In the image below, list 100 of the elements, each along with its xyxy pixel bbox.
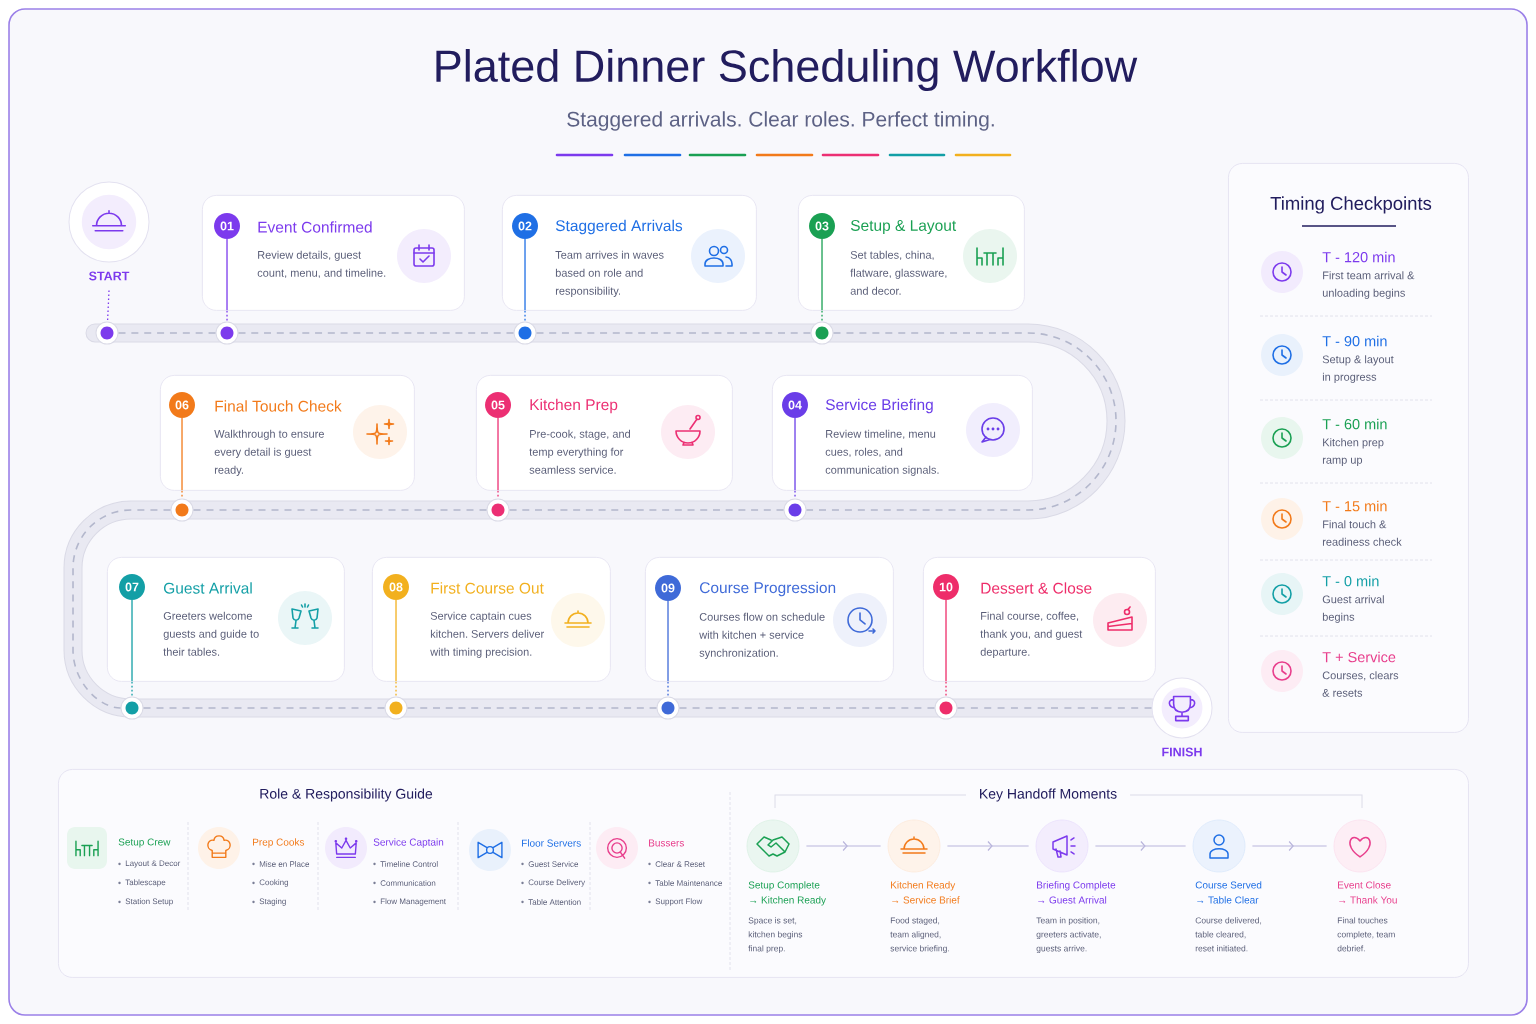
role-duty: Table Maintenance [655, 880, 722, 886]
role-duty: Support Flow [655, 898, 703, 906]
role-duty: Communication [380, 880, 436, 886]
road-centerline [117, 332, 217, 334]
milestone-label: FINISH [1162, 747, 1202, 757]
checkpoint-time: T - 60 min [1322, 418, 1387, 430]
handoff-title: Course Served → Table Clear [1195, 881, 1262, 904]
checkpoint-time: T - 0 min [1322, 575, 1379, 587]
milestone-label: START [89, 271, 130, 281]
step-title: Dessert & Close [981, 582, 1092, 594]
role-name: Floor Servers [522, 839, 581, 847]
role-duty: Mise en Place [259, 861, 310, 867]
step-title: Service Briefing [825, 398, 933, 414]
checkpoint-text: Guest arrival begins [1322, 595, 1384, 623]
title: Plated Dinner Scheduling Workflow [436, 49, 1138, 91]
step-number-badge: 06 [169, 392, 195, 418]
checkpoint-time: T - 15 min [1322, 500, 1387, 512]
dotted-line [821, 310, 823, 323]
checkpoint-text: First team arrival & unloading begins [1322, 271, 1415, 299]
milestone-dot [170, 498, 194, 522]
step-title: Final Touch Check [215, 400, 342, 412]
step-description: Review timeline, menu cues, roles, and communication signals. [825, 429, 939, 476]
panel-title: Timing Checkpoints [1270, 196, 1432, 214]
milestone-dot [215, 321, 239, 345]
milestone-dot [810, 321, 834, 345]
checkpoint-text: Kitchen prep ramp up [1322, 438, 1384, 466]
role-duty: Layout & Decor [125, 860, 181, 868]
milestone-dot [486, 498, 510, 522]
road-centerline [678, 707, 936, 709]
step-description: Team arrives in waves based on role and responsibility. [555, 250, 664, 297]
step-title: Setup & Layout [850, 220, 957, 234]
milestone-dot [934, 696, 958, 720]
dotted-line [524, 310, 526, 323]
subtitle: Staggered arrivals. Clear roles. Perfect timing. [567, 111, 994, 131]
checkpoint-text: Setup & layout in progress [1322, 355, 1394, 383]
step-number-badge: 02 [512, 213, 538, 239]
step-title: Course Progression [700, 581, 836, 597]
step-description: Set tables, china, flatware, glassware, and decor. [850, 250, 947, 295]
road-centerline [406, 707, 658, 709]
step-title: Staggered Arrivals [555, 219, 683, 235]
role-duty: Guest Service [528, 861, 579, 867]
step-title: Kitchen Prep [530, 398, 618, 414]
step-number-badge: 07 [119, 574, 145, 600]
handoff-text: Course delivered, table cleared, reset initiated. [1195, 917, 1262, 952]
role-duty: Flow Management [380, 898, 446, 906]
handoff-title: Briefing Complete → Guest Arrival [1037, 881, 1116, 904]
handoff-text: Space is set, kitchen begins final prep. [748, 917, 803, 954]
step-description: Service captain cues kitchen. Servers deliver with timing precision. [430, 611, 544, 658]
step-number-badge: 09 [655, 575, 681, 601]
road-centerline [508, 509, 785, 511]
step-number-badge: 04 [782, 392, 808, 418]
dotted-line [226, 310, 228, 323]
milestone-dot [384, 696, 408, 720]
step-title: Event Confirmed [258, 221, 372, 233]
checkpoint-text: Courses, clears & resets [1322, 671, 1399, 697]
checkpoint-text: Final touch & readiness check [1322, 520, 1402, 546]
handoff-title: Setup Complete → Kitchen Ready [748, 881, 826, 906]
checkpoint-time: T - 120 min [1322, 251, 1395, 263]
dotted-line [395, 681, 397, 698]
step-number-badge: 01 [214, 213, 240, 239]
role-name: Bussers [649, 839, 684, 847]
dotted-line [131, 681, 133, 698]
role-name: Setup Crew [118, 838, 171, 848]
checkpoint-time: T - 90 min [1322, 335, 1387, 347]
dotted-line [106, 289, 110, 323]
step-title: First Course Out [431, 582, 544, 594]
role-duty: Tablescape [125, 879, 166, 887]
milestone-dot [120, 696, 144, 720]
milestone-dot [513, 321, 537, 345]
handoff-text: Food staged, team aligned, service briefing. [890, 917, 949, 954]
road-centerline [72, 509, 172, 709]
role-duty: Staging [259, 898, 286, 906]
step-description: Greeters welcome guests and guide to their tables. [163, 611, 259, 656]
step-description: Final course, coffee, thank you, and guest departure. [980, 611, 1083, 658]
milestone-dot [95, 321, 119, 345]
road-centerline [142, 707, 386, 709]
role-duty: Clear & Reset [655, 861, 705, 867]
section-heading: Role & Responsibility Guide [260, 788, 433, 802]
road-centerline [805, 332, 1117, 511]
road-centerline [237, 332, 515, 334]
step-number-badge: 03 [809, 213, 835, 239]
role-duty: Table Attention [528, 899, 581, 905]
step-description: Courses flow on schedule with kitchen + service synchronization. [699, 612, 825, 659]
dotted-line [667, 681, 669, 698]
section-heading: Key Handoff Moments [980, 788, 1117, 802]
role-duty: Cooking [259, 879, 289, 887]
role-duty: Course Delivery [528, 879, 586, 887]
step-description: Review details, guest count, menu, and timeline. [257, 250, 386, 279]
handoff-title: Kitchen Ready → Service Brief [891, 881, 960, 904]
checkpoint-time: T + Service [1322, 651, 1396, 663]
road-centerline [956, 707, 1153, 709]
handoff-title: Event Close → Thank You [1338, 881, 1397, 904]
role-duty: Timeline Control [380, 861, 438, 867]
road-centerline [192, 509, 488, 511]
step-number-badge: 08 [383, 574, 409, 600]
road-centerline [535, 332, 812, 334]
step-number-badge: 10 [933, 574, 959, 600]
role-duty: Station Setup [125, 898, 173, 906]
milestone-dot [656, 696, 680, 720]
step-description: Pre-cook, stage, and temp everything for seamless service. [529, 429, 630, 474]
